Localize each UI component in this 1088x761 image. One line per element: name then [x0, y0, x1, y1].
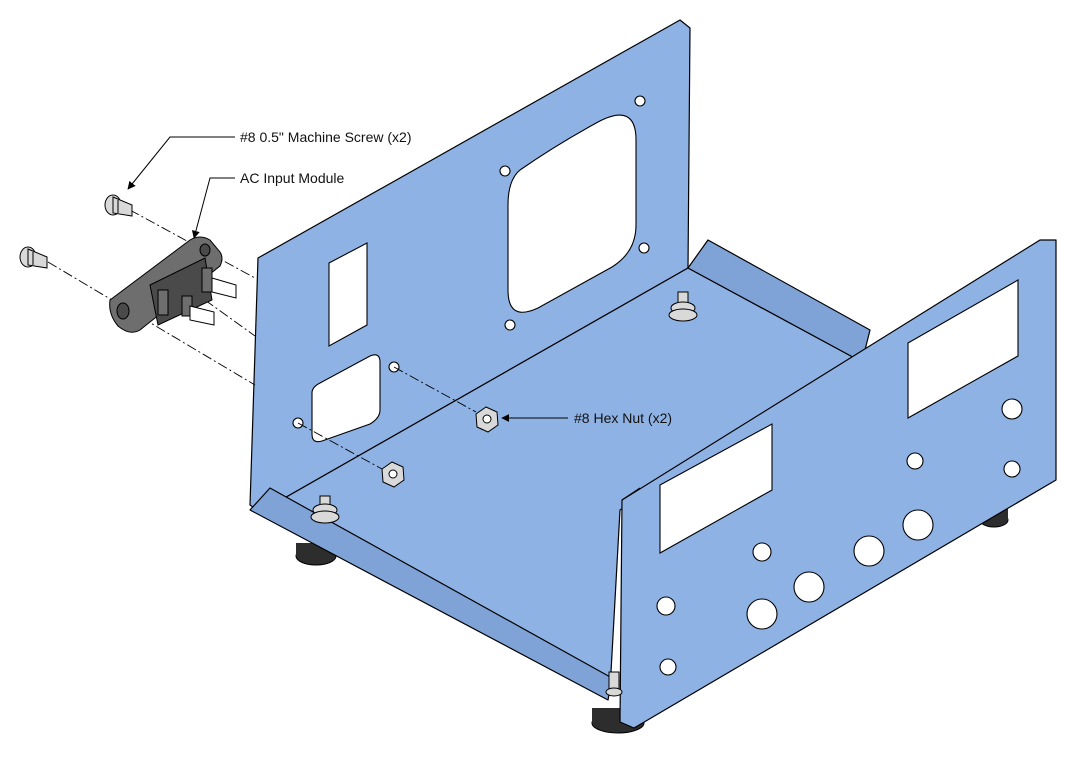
front-hole-1: [752, 542, 772, 562]
machine-screw-2: [19, 246, 48, 269]
upper-window-cutout: [907, 279, 1019, 419]
front-hole-8: [659, 658, 677, 676]
fan-hole-2: [634, 95, 646, 107]
front-hole-7: [656, 596, 676, 616]
fan-hole-4: [504, 319, 516, 331]
ac-module-cutout: [311, 354, 381, 443]
fan-hole-3: [638, 242, 650, 254]
rear-flange: [687, 239, 871, 363]
standoff-front: [605, 671, 623, 697]
fan-hole-1: [499, 165, 511, 177]
callout-ac-module: AC Input Module: [191, 170, 344, 239]
callout-hex-nut: #8 Hex Nut (x2): [501, 410, 672, 426]
ac-input-module: [109, 236, 237, 333]
standoff-rear: [668, 291, 698, 322]
callout-machine-screw-label: #8 0.5" Machine Screw (x2): [240, 129, 412, 145]
front-hole-5: [793, 571, 825, 603]
front-hole-4: [906, 452, 924, 470]
rear-rect-cutout: [328, 242, 368, 347]
front-hole-6: [746, 598, 778, 630]
front-hole-9: [1001, 398, 1023, 420]
front-hole-2: [853, 535, 885, 567]
callout-hex-nut-label: #8 Hex Nut (x2): [574, 410, 672, 426]
fan-opening: [507, 114, 637, 313]
front-hole-10: [1003, 460, 1021, 478]
hex-nut-1: [475, 406, 499, 433]
callout-machine-screw: #8 0.5" Machine Screw (x2): [127, 129, 412, 190]
front-hole-3: [902, 509, 934, 541]
standoff-left: [310, 495, 340, 524]
callout-ac-module-label: AC Input Module: [240, 170, 344, 186]
chassis: [249, 19, 1057, 729]
assembly-lines: [47, 209, 477, 470]
display-cutout: [659, 423, 773, 554]
machine-screw-1: [104, 194, 133, 217]
hex-nut-2: [381, 461, 405, 488]
